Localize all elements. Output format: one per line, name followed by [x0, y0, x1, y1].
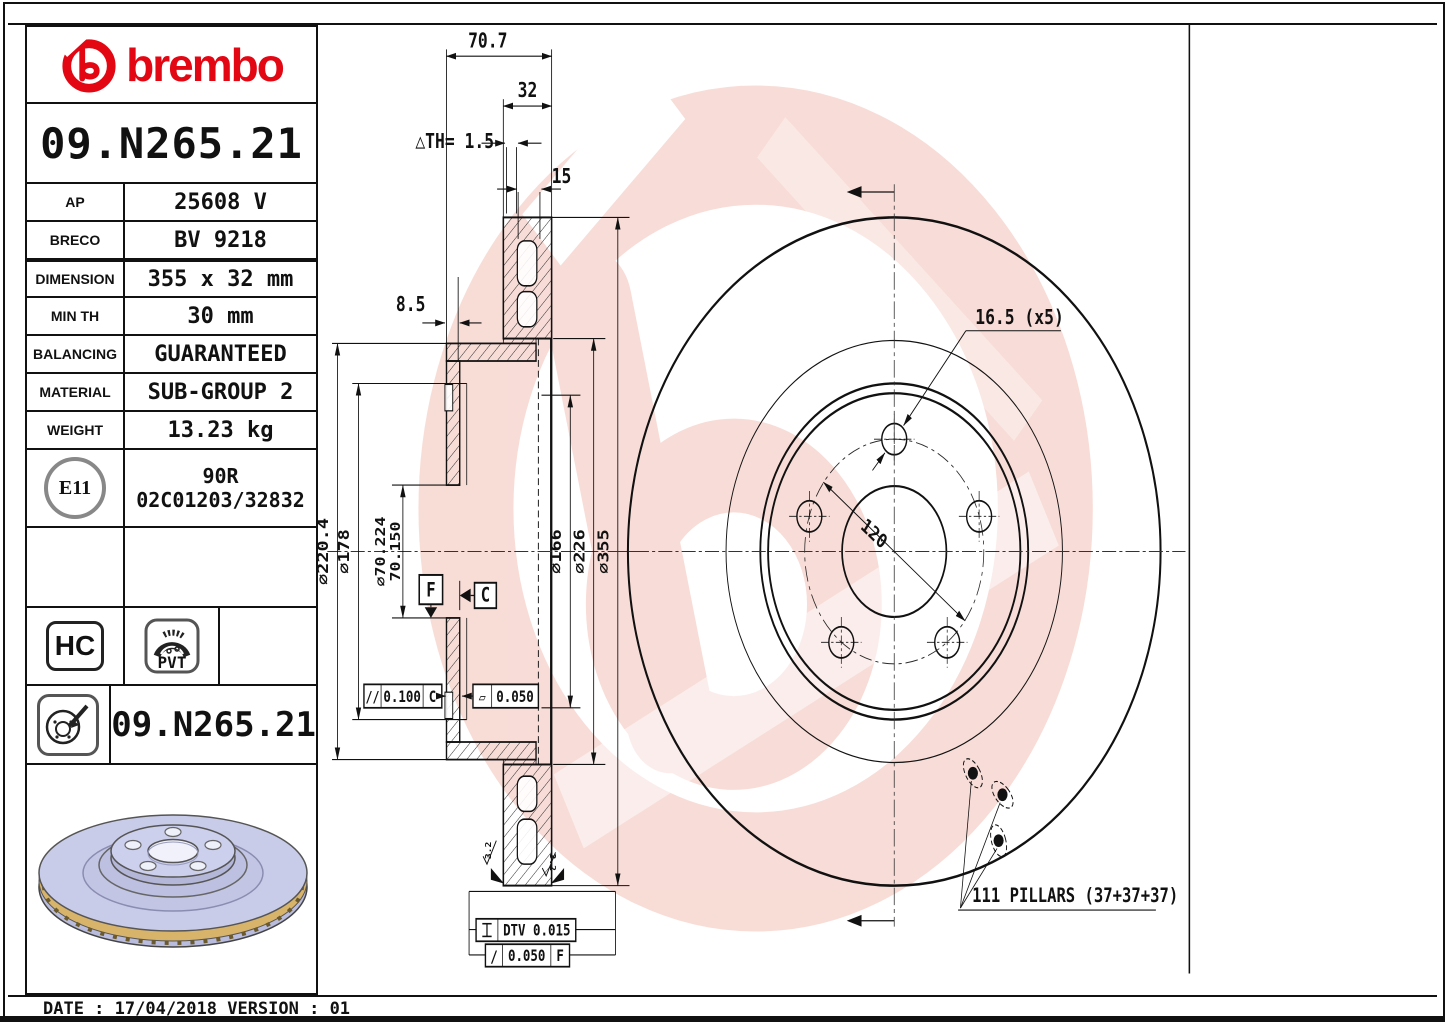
spec-value: BV 9218	[174, 227, 267, 253]
dim-dia-70-min: 70.150	[387, 522, 403, 582]
homologation-value: 90R 02C01203/32832	[125, 450, 316, 526]
frame-top-line	[8, 23, 1437, 25]
dim-dia-70-max: ⌀70.224	[373, 517, 389, 587]
date-version-line: DATE : 17/04/2018 VERSION : 01	[43, 999, 351, 1019]
hc-label: HC	[54, 630, 96, 661]
table-row: BRECO BV 9218	[27, 220, 316, 258]
spec-value: 355 x 32 mm	[147, 266, 294, 292]
dim-th: △TH= 1.5	[415, 130, 494, 153]
tolerance-frames	[363, 683, 616, 968]
dtv-value: DTV 0.015	[503, 922, 570, 940]
dim-dia-178: ⌀178	[335, 529, 353, 574]
homologation-line2: 02C01203/32832	[136, 488, 305, 512]
frame-bottom-line	[8, 995, 1437, 997]
spec-label: AP	[27, 184, 125, 220]
flatness-symbol: ▱	[479, 690, 486, 707]
disc-photo-row	[27, 763, 316, 993]
parallel-symbol: //	[365, 690, 379, 707]
dim-dia-220: ⌀220.4	[318, 518, 332, 585]
e11-mark: E11	[27, 450, 125, 526]
homologation-row: E11 90R 02C01203/32832	[27, 448, 316, 526]
part-number-row: 09.N265.21	[27, 102, 316, 182]
dim-8-5: 8.5	[396, 293, 426, 316]
table-row: MATERIAL SUB-GROUP 2	[27, 372, 316, 410]
hc-badge: HC	[27, 608, 125, 684]
technical-drawing: 70.7 32 △TH= 1.5 15 8.5 ⌀220.4 ⌀178 ⌀70.…	[318, 23, 1191, 974]
empty-badge-cell	[220, 608, 316, 684]
spec-panel: brembo 09.N265.21 AP 25608 V BRECO BV 92…	[25, 25, 318, 995]
empty-row	[27, 526, 316, 606]
e11-text: E11	[58, 476, 92, 499]
brembo-logo: brembo	[27, 27, 316, 102]
pvt-badge: PVT	[125, 608, 220, 684]
spec-label: BRECO	[27, 222, 125, 258]
homologation-line1: 90R	[202, 464, 239, 488]
e11-circle-icon: E11	[44, 457, 106, 519]
disc-paint-icon	[37, 693, 100, 756]
parallel-datum: C	[429, 689, 437, 707]
table-row: DIMENSION 355 x 32 mm	[27, 258, 316, 296]
spec-value: 25608 V	[174, 189, 267, 215]
brembo-logo-icon	[60, 35, 116, 93]
svg-text:PVT: PVT	[157, 653, 186, 672]
part-number: 09.N265.21	[40, 118, 303, 168]
pillar-markers	[958, 758, 1156, 911]
pillars-label: 111 PILLARS (37+37+37)	[972, 886, 1178, 908]
dim-70-7: 70.7	[468, 30, 507, 53]
parallel-value: 0.100	[383, 689, 420, 707]
dim-15: 15	[552, 166, 572, 189]
table-row: BALANCING GUARANTEED	[27, 334, 316, 372]
table-row: AP 25608 V	[27, 182, 316, 220]
datum-c-label: C	[481, 585, 490, 607]
dim-dia-166: ⌀166	[547, 529, 565, 574]
badge-row: HC PVT	[27, 606, 316, 684]
flatness-value: 0.050	[496, 689, 533, 707]
roughness-symbols	[482, 840, 556, 878]
empty-cell	[27, 528, 125, 606]
section-dim-labels: 70.7 32 △TH= 1.5 15 8.5 ⌀220.4 ⌀178 ⌀70.…	[318, 30, 612, 871]
dim-dia-226: ⌀226	[570, 529, 588, 574]
dim-32: 32	[518, 80, 538, 103]
spec-label: WEIGHT	[27, 412, 125, 448]
spec-value: GUARANTEED	[154, 341, 287, 367]
runout-value: 0.050	[508, 948, 545, 966]
spec-label: MIN TH	[27, 298, 125, 334]
empty-cell	[125, 528, 316, 606]
part-number-mid: 09.N265.21	[111, 704, 316, 745]
runout-symbol: /	[490, 949, 498, 967]
table-row: MIN TH 30 mm	[27, 296, 316, 334]
disc-paint-icon-cell	[27, 686, 112, 763]
front-view	[611, 184, 1186, 927]
tolerance-texts: // 0.100 C ▱ 0.050 DTV 0.015 / 0.050 F	[365, 689, 570, 967]
spec-value: 30 mm	[187, 303, 254, 329]
spec-label: BALANCING	[27, 336, 125, 372]
spec-label: DIMENSION	[27, 262, 125, 296]
datum-targets: F C	[418, 573, 498, 618]
pvt-icon: PVT	[144, 618, 199, 674]
spec-label: MATERIAL	[27, 374, 125, 410]
datum-f-label: F	[426, 580, 435, 602]
logo-row: brembo	[27, 27, 316, 102]
spec-value: SUB-GROUP 2	[147, 379, 294, 405]
roughness-left: 3.2	[485, 842, 494, 860]
runout-datum: F	[556, 948, 564, 966]
disc-3d-image	[38, 814, 308, 948]
table-row: WEIGHT 13.23 kg	[27, 410, 316, 448]
brembo-wordmark: brembo	[126, 38, 285, 91]
dim-dia-355: ⌀355	[594, 529, 612, 574]
frame-bottom-bar	[0, 1016, 1445, 1022]
bolt-hole-label: 16.5 (x5)	[975, 306, 1064, 329]
brembo-watermark	[418, 67, 1093, 932]
hole-centerlines	[789, 413, 1000, 668]
spec-value: 13.23 kg	[167, 417, 274, 443]
part-number-row-2: 09.N265.21	[27, 684, 316, 763]
